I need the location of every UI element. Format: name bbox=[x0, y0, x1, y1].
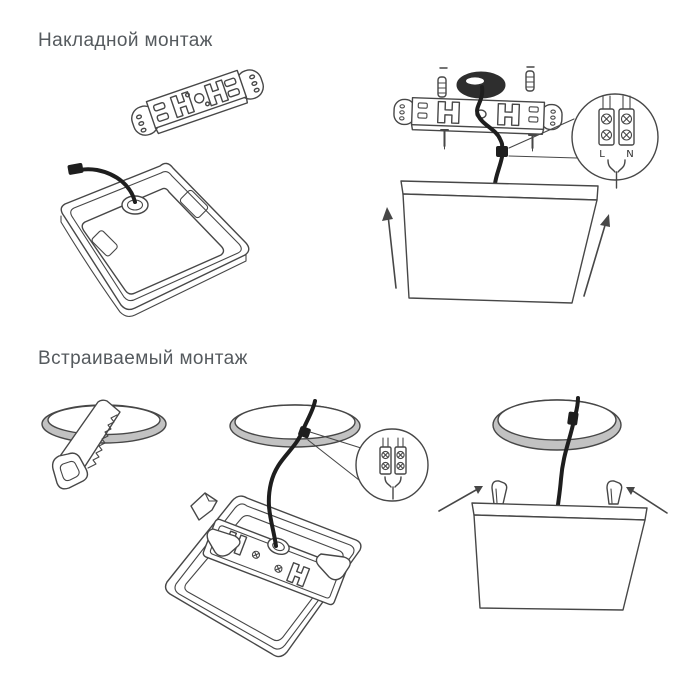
terminal-label-live: L bbox=[599, 149, 605, 160]
panel-back-with-cable-illustration bbox=[35, 140, 265, 326]
screw-left bbox=[440, 129, 449, 150]
ceiling-hole-dark bbox=[456, 71, 506, 99]
led-panel bbox=[400, 180, 599, 304]
hole-cutting-illustration bbox=[28, 396, 188, 501]
cut-hole bbox=[492, 399, 622, 451]
panel-body bbox=[60, 162, 250, 318]
lift-arrow-right bbox=[583, 214, 610, 297]
wall-anchor-right bbox=[525, 66, 535, 92]
panel-insertion-illustration bbox=[433, 392, 683, 652]
ceiling-assembly-icon: L N bbox=[382, 66, 659, 304]
ceiling-assembly-illustration: L N bbox=[378, 57, 700, 312]
magnifier-terminal-detail: L N bbox=[508, 93, 659, 189]
power-cable bbox=[67, 163, 137, 204]
section-title-recessed-mount: Встраиваемый монтаж bbox=[38, 348, 248, 369]
cut-hole bbox=[229, 404, 361, 448]
power-cable bbox=[266, 399, 317, 548]
spring-clip-right bbox=[606, 480, 623, 505]
mounting-bracket-illustration bbox=[128, 56, 268, 152]
saw-cutting-icon bbox=[41, 399, 167, 490]
insert-arrow-left bbox=[438, 486, 483, 512]
recessed-wiring-icon bbox=[164, 399, 429, 658]
terminal-label-neutral: N bbox=[626, 149, 633, 160]
saw-icon bbox=[51, 399, 121, 490]
spring-clip-left bbox=[491, 480, 508, 505]
panel-insertion-icon bbox=[438, 396, 668, 611]
led-panel bbox=[471, 502, 648, 611]
panel-back-with-clips bbox=[164, 492, 362, 658]
lift-arrow-left bbox=[382, 207, 397, 289]
recessed-wiring-illustration bbox=[155, 396, 430, 696]
wall-anchor-left bbox=[437, 67, 448, 98]
section-title-surface-mount: Накладной монтаж bbox=[38, 30, 213, 51]
panel-back-icon bbox=[60, 162, 250, 318]
power-cable bbox=[475, 85, 508, 186]
insert-arrow-right bbox=[626, 487, 668, 514]
mounting-bracket-icon bbox=[131, 69, 264, 136]
magnifier-terminal-detail bbox=[307, 428, 429, 502]
